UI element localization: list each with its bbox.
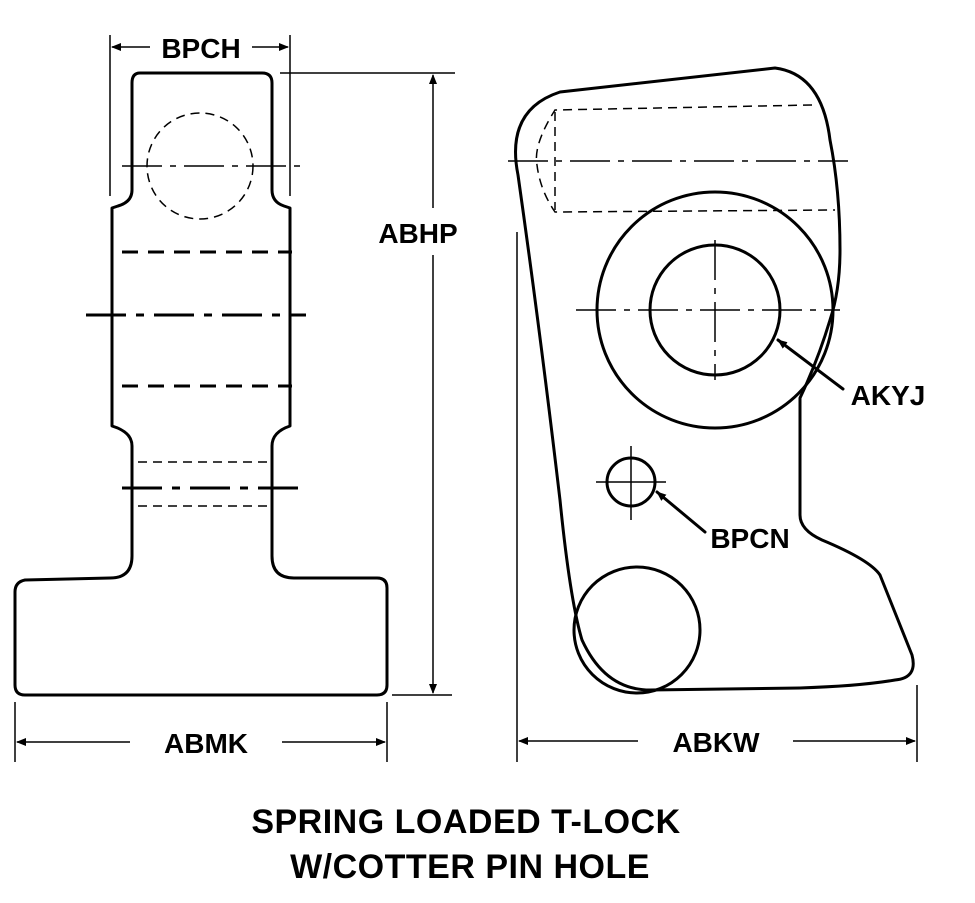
side-view xyxy=(508,66,915,695)
abhp-label: ABHP xyxy=(378,218,457,249)
front-view xyxy=(13,71,389,697)
akyj-label: AKYJ xyxy=(851,380,926,411)
abkw-label: ABKW xyxy=(672,727,760,758)
abkw-dimension: ABKW xyxy=(516,232,918,762)
side-view-outline xyxy=(514,66,915,692)
bottom-round-circle xyxy=(572,565,702,695)
caption: SPRING LOADED T-LOCK W/COTTER PIN HOLE xyxy=(251,803,680,886)
akyj-leader xyxy=(776,338,845,391)
abmk-dimension: ABMK xyxy=(14,702,388,762)
bpcn-label: BPCN xyxy=(710,523,789,554)
bpch-dimension: BPCH xyxy=(109,33,291,196)
front-view-outline xyxy=(13,71,389,697)
hidden-slot xyxy=(535,104,836,213)
abhp-dimension: ABHP xyxy=(280,72,458,696)
bpcn-callout: BPCN xyxy=(655,490,790,554)
abmk-label: ABMK xyxy=(164,728,248,759)
caption-line-1: SPRING LOADED T-LOCK xyxy=(251,803,680,841)
bpch-label: BPCH xyxy=(161,33,240,64)
akyj-callout: AKYJ xyxy=(776,338,926,411)
bpcn-leader xyxy=(655,490,707,534)
caption-line-2: W/COTTER PIN HOLE xyxy=(290,848,650,886)
